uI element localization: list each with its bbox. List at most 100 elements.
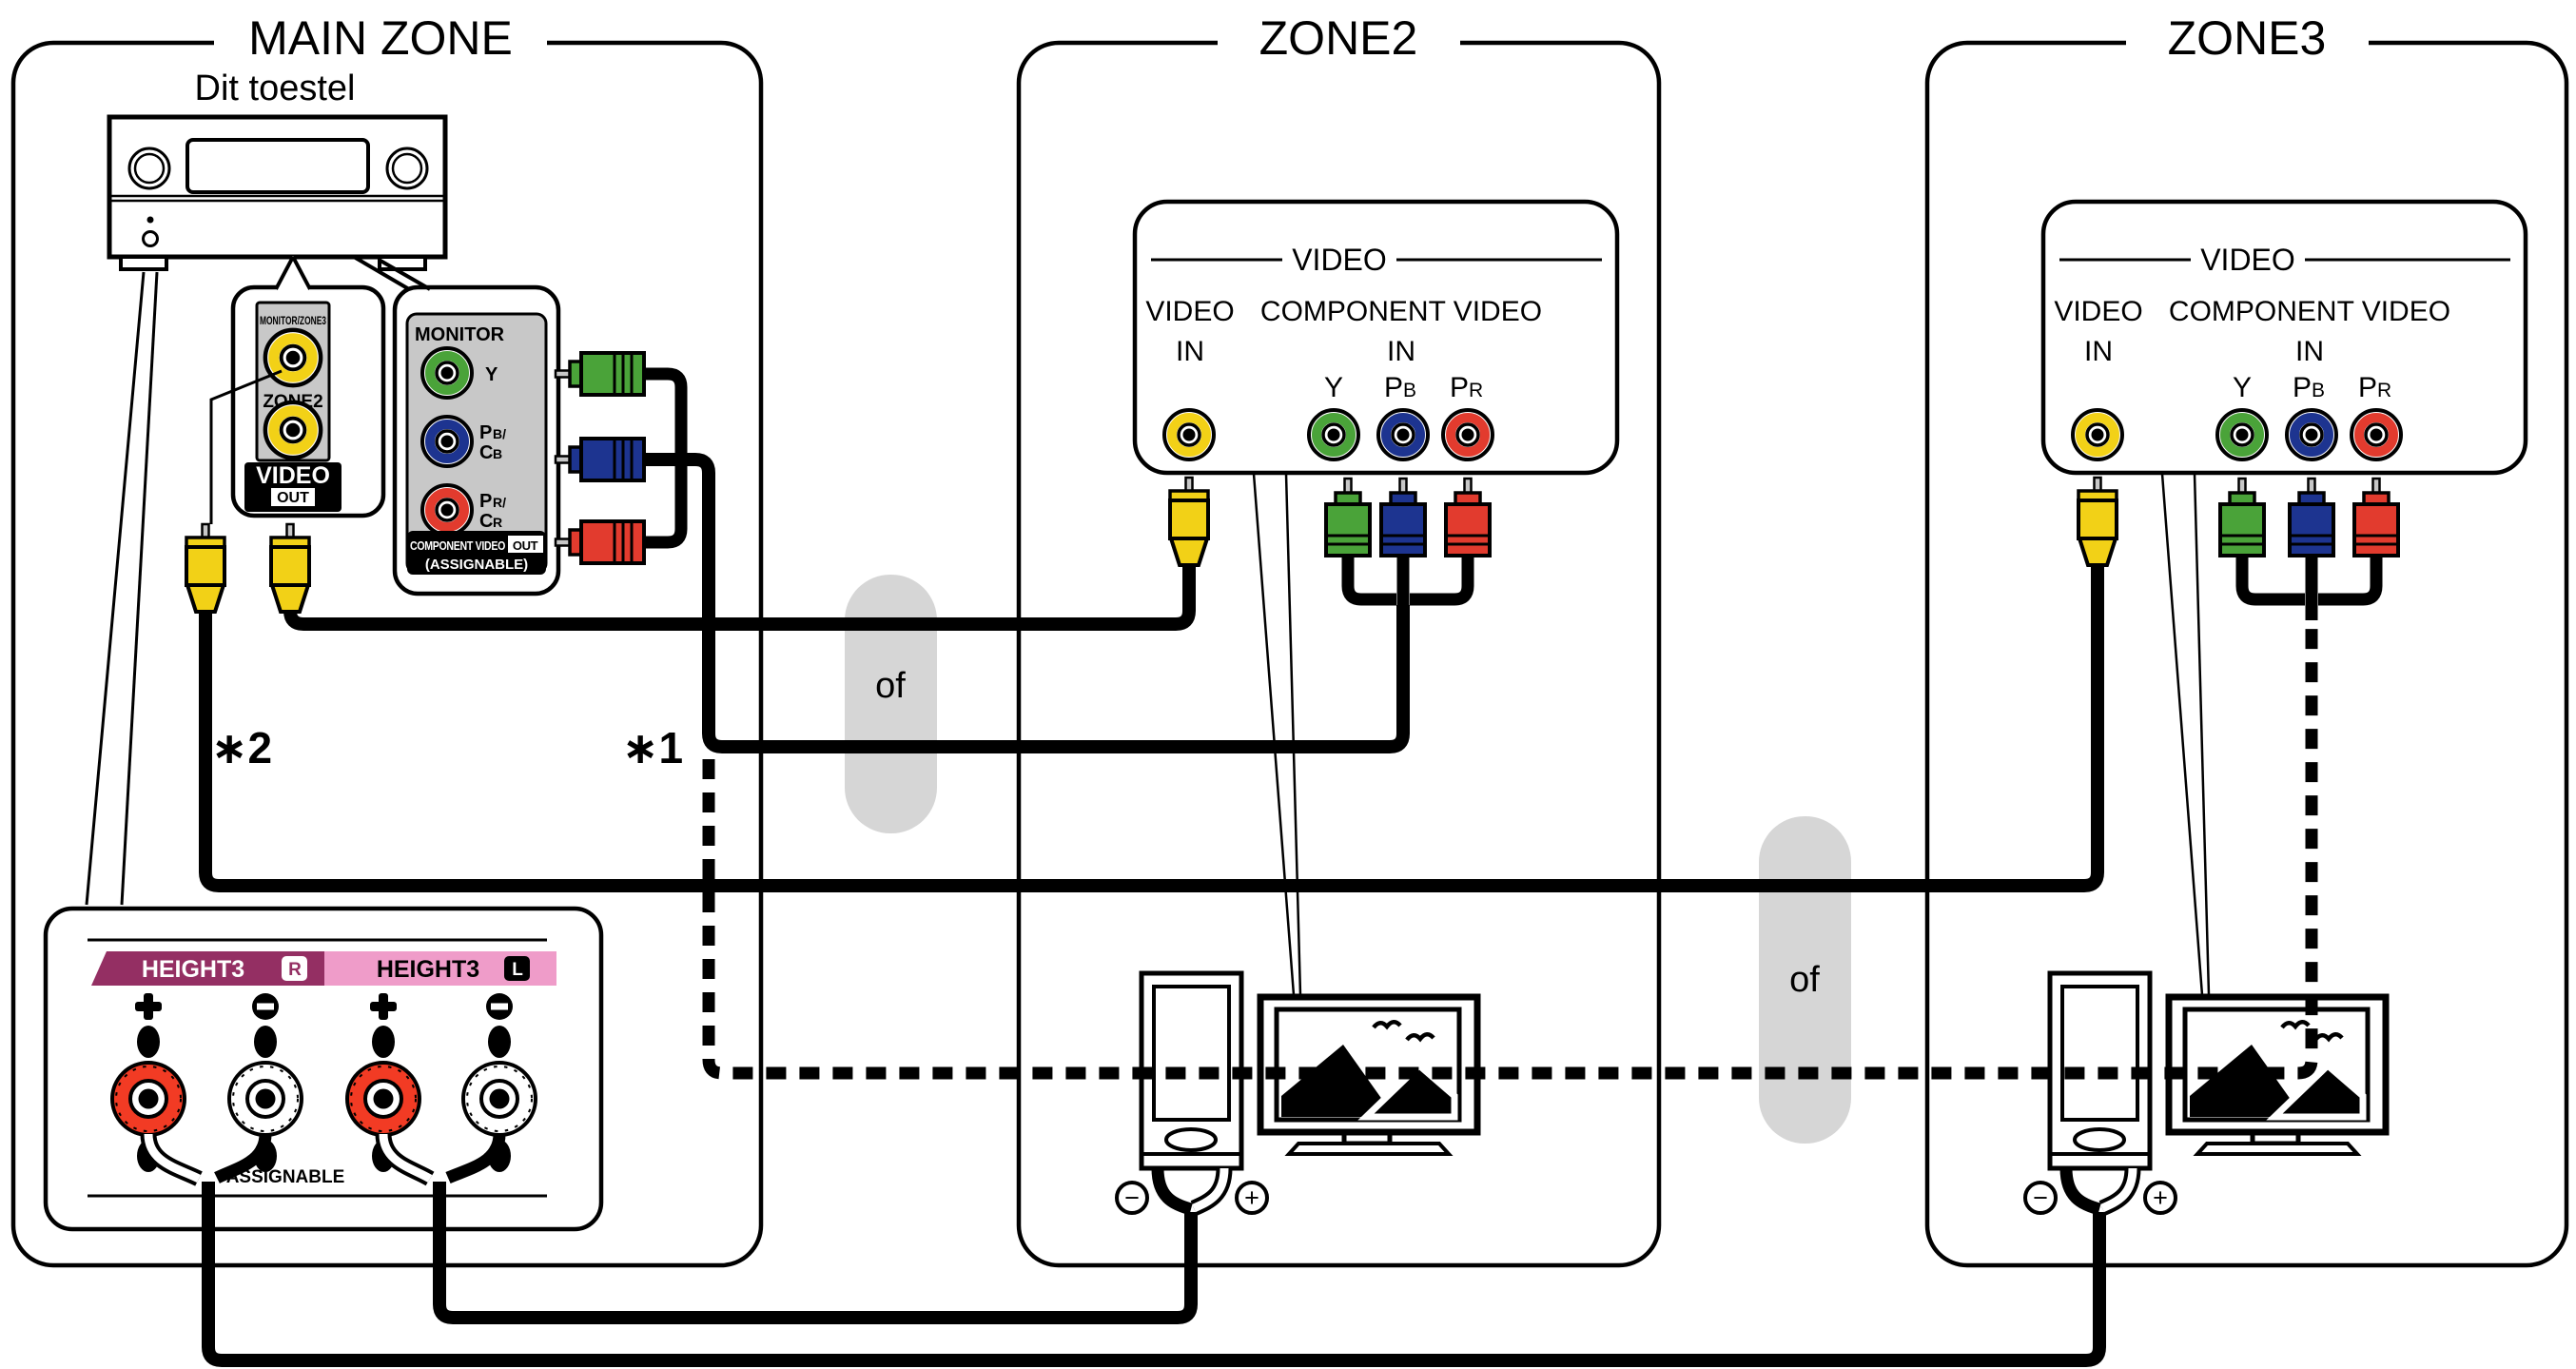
zone3-pr-label: P R xyxy=(2358,372,2391,403)
svg-text:P: P xyxy=(479,491,492,512)
zone3-pb-label: P B xyxy=(2293,372,2325,403)
receiver-knob-left xyxy=(127,147,171,190)
video-out-badge-text: OUT xyxy=(277,490,309,506)
zone2-speaker-wire xyxy=(433,1182,1198,1324)
height3-r-badge: R xyxy=(288,960,302,980)
zone3-panel-header: VIDEO xyxy=(2200,243,2295,277)
zone2-y-jack xyxy=(1309,410,1358,460)
svg-text:R/: R/ xyxy=(493,495,506,510)
component-out-pr-jack xyxy=(422,485,472,535)
terminals-assignable: ASSIGNABLE xyxy=(226,1167,345,1187)
zone3-speaker-lead-black xyxy=(2059,1167,2101,1216)
zone2-panel-header: VIDEO xyxy=(1292,243,1387,277)
video-out-pointer-l xyxy=(274,256,295,290)
zone2-tv-callout-b xyxy=(1284,473,1302,996)
zone2-minus: − xyxy=(1124,1183,1140,1212)
zone3-speaker-lead-white xyxy=(2100,1167,2137,1213)
svg-text:B: B xyxy=(1403,380,1416,401)
video-out-caption: VIDEO OUT xyxy=(244,462,342,512)
zone2-title: ZONE2 xyxy=(1259,11,1418,65)
zone2-title-gap xyxy=(1218,15,1460,68)
y-out-label: Y xyxy=(485,364,498,385)
monitor-header: MONITOR xyxy=(415,324,505,345)
svg-text:P: P xyxy=(1450,372,1469,403)
or-pill-2 xyxy=(1759,816,1851,1144)
terminal-wire-black-2 xyxy=(445,1133,506,1183)
component-badge-text: OUT xyxy=(513,538,538,553)
zone2-pb-jack xyxy=(1378,410,1428,460)
or-label-2: of xyxy=(1789,960,1820,1000)
receiver-knob-right-inner xyxy=(391,152,423,185)
svg-text:R: R xyxy=(2377,380,2391,401)
height3-l-badge-box xyxy=(504,956,530,981)
height3-r-bar xyxy=(91,951,324,986)
video-out-callout: MONITOR/ZONE3 ZONE2 VIDEO OUT xyxy=(230,256,386,518)
component-pointer-a xyxy=(352,255,411,291)
zone2-stub-red xyxy=(1410,554,1474,606)
zone3-pb-jack xyxy=(2287,410,2336,460)
zone3-title: ZONE3 xyxy=(2168,11,2327,65)
monitor-zone3-jack xyxy=(265,330,321,385)
pb-cb-out-label: P B/ C B xyxy=(479,422,506,463)
zone2-video-cable xyxy=(283,563,1196,631)
zone3-video-in-sub: IN xyxy=(2084,336,2113,367)
component-pointer-b xyxy=(380,259,431,291)
zone3-tv-callout-a xyxy=(2160,473,2204,996)
component-assignable: (ASSIGNABLE) xyxy=(425,557,528,573)
zone2-pr-label: P R xyxy=(1450,372,1483,403)
zone2-video-in-jack xyxy=(1164,410,1214,460)
terminal-wire-white-2 xyxy=(379,1133,433,1183)
component-cable-red xyxy=(642,460,688,549)
callout-line-terminals-a xyxy=(85,271,146,906)
height3-l-label: HEIGHT3 xyxy=(377,956,479,983)
main-zone-title-gap xyxy=(214,15,547,68)
video-plug-zone3-out xyxy=(185,522,226,614)
zone2-speaker xyxy=(1142,973,1241,1168)
component-cable-green xyxy=(642,367,688,460)
component-out-callout: MONITOR Y P B/ C B P R/ C R COMPONENT VI… xyxy=(352,255,561,596)
zone3-component-label: COMPONENT VIDEO xyxy=(2169,296,2450,327)
component-out-pb-jack xyxy=(422,417,472,466)
zone2-out-jack xyxy=(265,402,321,458)
zone2-pb-plug xyxy=(1379,477,1427,557)
zone2-component-sub: IN xyxy=(1387,336,1415,367)
zone2-speaker-lead-white xyxy=(1192,1167,1229,1213)
zone3-component-dotted-cable xyxy=(702,628,2318,1080)
or-label-1: of xyxy=(875,666,906,706)
svg-text:B: B xyxy=(493,446,502,461)
component-out-y-jack xyxy=(422,348,472,398)
svg-text:R: R xyxy=(493,515,502,530)
zone2-pr-plug xyxy=(1444,477,1492,557)
power-led xyxy=(146,216,154,224)
zone3-tv-callout-b xyxy=(2193,473,2211,996)
svg-text:C: C xyxy=(479,442,493,463)
terminal-wire-black-1 xyxy=(214,1133,272,1183)
speaker-terminal-block: HEIGHT3 R HEIGHT3 L ASSIGNABLE xyxy=(43,906,604,1232)
zone3-plus: + xyxy=(2153,1183,2168,1212)
component-badge-box xyxy=(508,536,543,553)
height3-r-label: HEIGHT3 xyxy=(142,956,244,983)
zone3-minus: − xyxy=(2033,1183,2048,1212)
zone2-video-plug xyxy=(1168,476,1210,567)
main-zone-box: MAIN ZONE xyxy=(10,11,764,1268)
svg-text:B: B xyxy=(2312,380,2325,401)
zone3-component-sub: IN xyxy=(2295,336,2324,367)
note-2: ∗2 xyxy=(211,723,272,773)
component-plug-pr-out xyxy=(554,519,646,565)
receiver-unit: Dit toestel xyxy=(107,68,448,271)
zone3-pr-plug xyxy=(2352,477,2400,557)
height3-l-badge: L xyxy=(512,960,523,980)
svg-text:P: P xyxy=(479,422,492,443)
receiver-label: Dit toestel xyxy=(195,68,356,108)
minus-icon xyxy=(252,993,279,1020)
svg-text:B/: B/ xyxy=(493,426,506,441)
video-out-pointer-r xyxy=(291,256,312,290)
zone2-pr-jack xyxy=(1443,410,1493,460)
receiver-display xyxy=(185,138,370,194)
svg-text:P: P xyxy=(2293,372,2312,403)
component-plug-y-out xyxy=(554,351,646,397)
monitor-zone3-plug-callout xyxy=(209,369,283,524)
component-caption-text: COMPONENT VIDEO xyxy=(410,538,505,553)
zone3-y-plug xyxy=(2218,477,2266,557)
zone3-video-plug xyxy=(2077,476,2118,567)
